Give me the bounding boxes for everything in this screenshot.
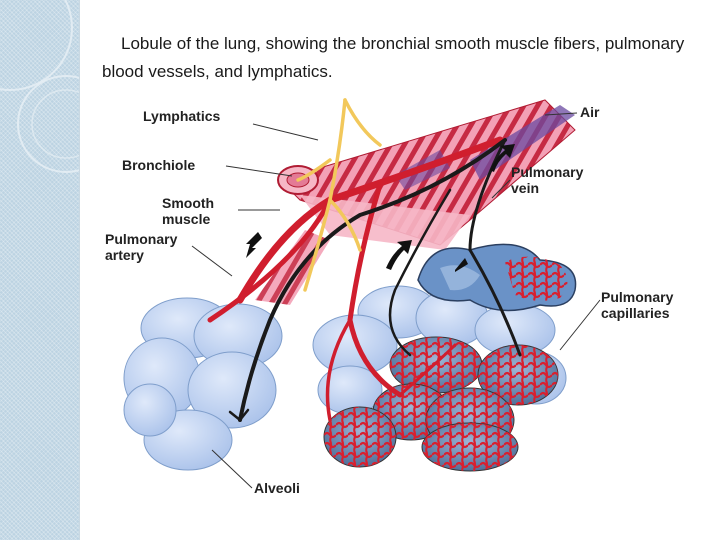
label-air: Air bbox=[580, 104, 600, 120]
label-lymphatics: Lymphatics bbox=[143, 108, 220, 124]
sidebar-divider bbox=[79, 0, 80, 540]
label-smooth-muscle-line2: muscle bbox=[162, 211, 210, 227]
slide-caption: Lobule of the lung, showing the bronchia… bbox=[102, 30, 702, 86]
label-pulmonary-vein-line1: Pulmonary bbox=[511, 164, 584, 180]
decorative-sidebar bbox=[0, 0, 79, 540]
label-pulmonary-capillaries-line2: capillaries bbox=[601, 305, 670, 321]
label-pulmonary-capillaries-line1: Pulmonary bbox=[601, 289, 674, 305]
label-pulmonary-artery-line2: artery bbox=[105, 247, 144, 263]
label-bronchiole: Bronchiole bbox=[122, 157, 195, 173]
artery-flow-arrow bbox=[246, 232, 262, 258]
label-pulmonary-artery-line1: Pulmonary bbox=[105, 231, 178, 247]
label-alveoli: Alveoli bbox=[254, 480, 300, 496]
sidebar-circles bbox=[0, 0, 79, 540]
lung-lobule-diagram: Lymphatics Bronchiole Smooth muscle Pulm… bbox=[100, 95, 712, 505]
caption-text: Lobule of the lung, showing the bronchia… bbox=[102, 34, 684, 81]
label-pulmonary-vein-line2: vein bbox=[511, 180, 539, 196]
label-smooth-muscle-line1: Smooth bbox=[162, 195, 214, 211]
alveoli-cluster-left bbox=[124, 298, 282, 470]
